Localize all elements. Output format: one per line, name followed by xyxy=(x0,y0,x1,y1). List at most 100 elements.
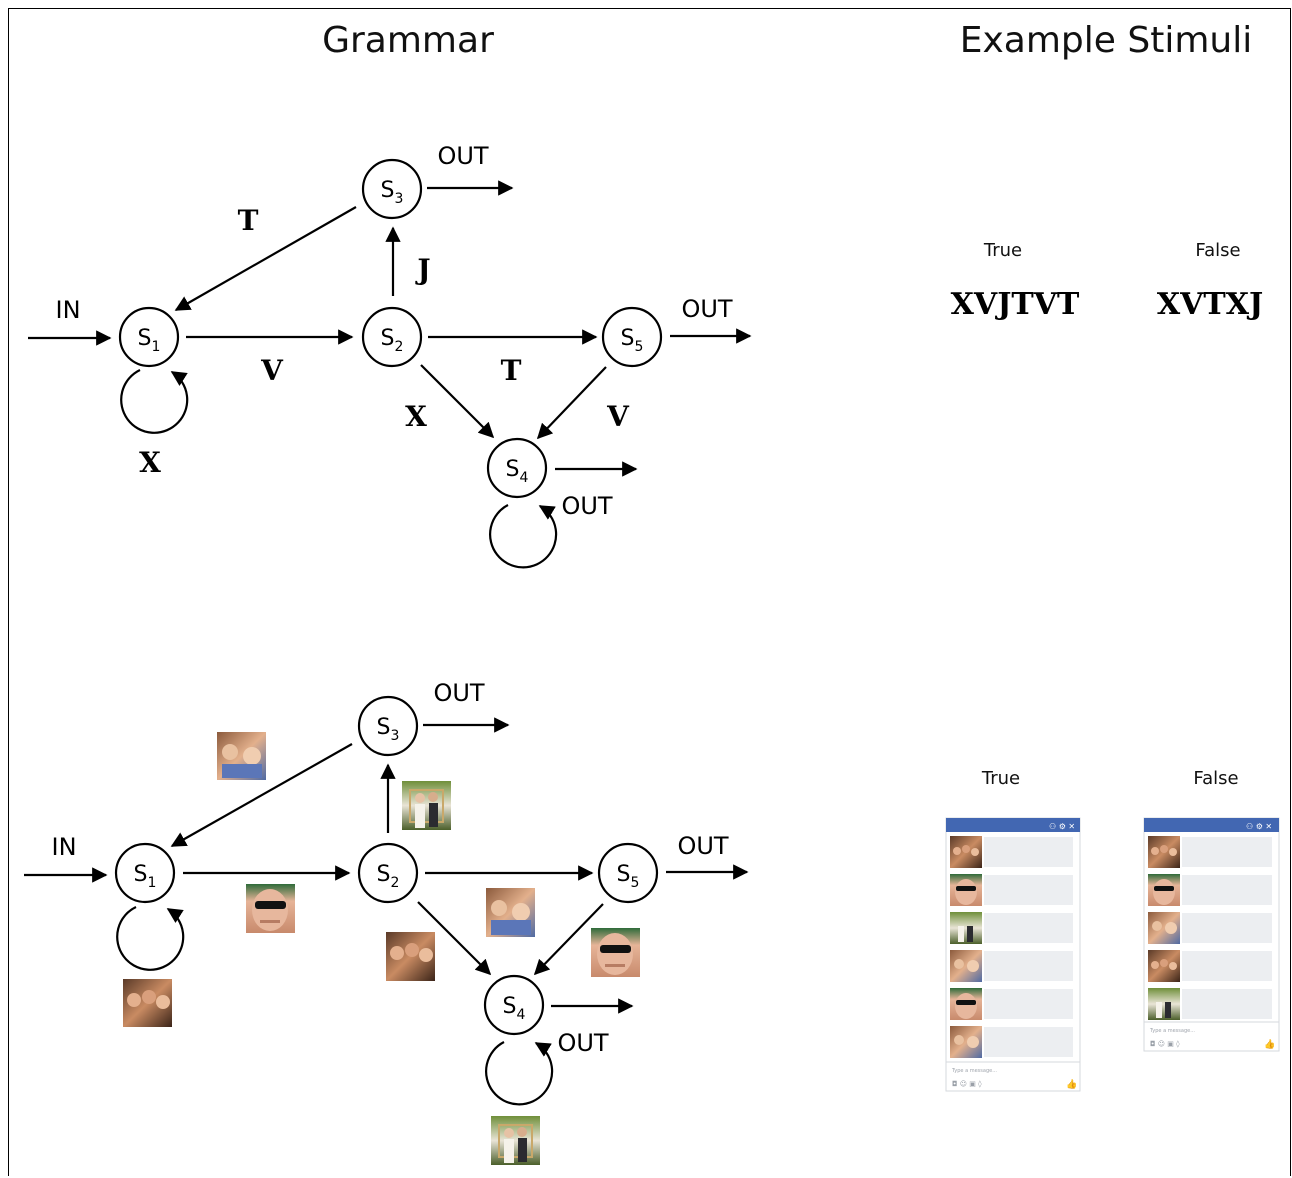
true-message-row xyxy=(950,874,1073,906)
true-message-row xyxy=(950,836,1073,868)
false-wedding-couple-thumb xyxy=(1148,988,1180,1020)
symbol-s1-loop: X xyxy=(139,446,161,479)
svg-text:S2: S2 xyxy=(377,862,400,891)
symbol-s1-s2: V xyxy=(260,354,284,387)
edge-faces-s5-s4 xyxy=(533,903,604,976)
true-message-row xyxy=(950,950,1073,982)
false-message-row xyxy=(1148,874,1272,906)
face-kids-photo-s2-s5 xyxy=(486,888,535,937)
edge-s2-s4 xyxy=(420,364,495,439)
state-s3: S3 xyxy=(361,158,423,220)
face-kids-photo-s3-s1 xyxy=(217,732,266,780)
face-wedding-couple-s4-loop xyxy=(491,1116,540,1165)
chat-rows-false xyxy=(1148,836,1272,1020)
symbol-s2-s4: X xyxy=(405,400,427,433)
true-sunglasses-man-thumb xyxy=(950,874,982,906)
out-label-faces-s4: OUT xyxy=(557,1029,608,1057)
face-wedding-couple-s2-s3 xyxy=(402,781,451,830)
svg-text:S1: S1 xyxy=(138,326,161,355)
true-message-row xyxy=(950,912,1073,944)
face-grammar-diagram: S1 S2 S3 S4 S5 IN OUT OUT OUT xyxy=(24,679,749,1165)
chat-toolbar-icons-false: ◘ ☺ ▣ ◊ xyxy=(1150,1040,1180,1048)
letter-grammar-diagram: S1 S2 S3 S4 S5 IN OUT OUT OUT T V J T X … xyxy=(28,142,752,569)
chat-rows-true xyxy=(950,836,1073,1058)
svg-text:S2: S2 xyxy=(381,326,404,355)
state-faces-s2: S2 xyxy=(357,842,419,904)
svg-text:S4: S4 xyxy=(503,994,526,1023)
letters-true-label: True xyxy=(983,240,1022,261)
grammar-heading: Grammar xyxy=(322,20,494,61)
true-kids-photo-thumb xyxy=(950,1026,982,1058)
chat-window-false: ⚇ ⚙ ✕ Type a message... ◘ ☺ ▣ ◊ 👍 xyxy=(1143,817,1280,1052)
loop-s4 xyxy=(489,504,558,569)
faces-true-label: True xyxy=(981,768,1020,789)
false-group-selfie-thumb xyxy=(1148,950,1180,982)
true-sunglasses-man-thumb xyxy=(950,988,982,1020)
chat-header-icons: ⚇ ⚙ ✕ xyxy=(1049,822,1075,831)
true-message-row xyxy=(950,1026,1073,1058)
edge-faces-s3-s1 xyxy=(170,743,353,847)
face-examples: True False ⚇ ⚙ ✕ Type a message... ◘ ☺ ▣… xyxy=(945,768,1280,1092)
false-message-row xyxy=(1148,836,1272,868)
letters-true-string: XVJTVT xyxy=(951,287,1080,322)
svg-text:S3: S3 xyxy=(381,178,404,207)
face-group-selfie-s2-s4 xyxy=(386,932,435,981)
false-kids-photo-thumb xyxy=(1148,912,1180,944)
state-faces-s1: S1 xyxy=(114,842,176,904)
chat-message-placeholder-false: Type a message... xyxy=(1149,1028,1195,1034)
state-faces-s4: S4 xyxy=(483,974,545,1036)
out-label-s5: OUT xyxy=(681,295,732,323)
symbol-s2-s3: J xyxy=(414,253,430,286)
face-group-selfie-s1-loop xyxy=(123,979,172,1027)
svg-text:S1: S1 xyxy=(134,862,157,891)
symbol-s3-s1: T xyxy=(238,204,259,237)
in-label: IN xyxy=(55,296,80,324)
faces-false-label: False xyxy=(1193,768,1238,789)
false-message-row xyxy=(1148,950,1272,982)
example-stimuli-heading: Example Stimuli xyxy=(960,20,1252,61)
chat-header-icons-false: ⚇ ⚙ ✕ xyxy=(1246,822,1272,831)
state-faces-s3: S3 xyxy=(357,695,419,757)
chat-toolbar-icons-true: ◘ ☺ ▣ ◊ xyxy=(952,1080,982,1088)
letter-examples: True False XVJTVT XVTXJ xyxy=(951,240,1264,322)
out-label-s4: OUT xyxy=(561,492,612,520)
like-icon-true: 👍 xyxy=(1066,1078,1077,1090)
edge-faces-s2-s4 xyxy=(417,901,492,976)
out-label-faces-s5: OUT xyxy=(677,832,728,860)
false-sunglasses-man-thumb xyxy=(1148,874,1180,906)
like-icon-false: 👍 xyxy=(1264,1038,1275,1050)
loop-faces-s4 xyxy=(485,1041,554,1106)
out-label-s3: OUT xyxy=(437,142,488,170)
true-wedding-couple-thumb xyxy=(950,912,982,944)
state-s5: S5 xyxy=(601,306,663,368)
svg-text:S5: S5 xyxy=(617,862,640,891)
false-message-row xyxy=(1148,988,1272,1020)
false-message-row xyxy=(1148,912,1272,944)
figure-frame xyxy=(8,8,1291,1176)
state-s2: S2 xyxy=(361,306,423,368)
state-faces-s5: S5 xyxy=(597,842,659,904)
svg-text:S5: S5 xyxy=(621,326,644,355)
true-group-selfie-thumb xyxy=(950,836,982,868)
chat-window-true: ⚇ ⚙ ✕ Type a message... ◘ ☺ ▣ ◊ 👍 xyxy=(945,817,1081,1092)
loop-s1 xyxy=(120,369,189,434)
symbol-s5-s4: V xyxy=(606,400,630,433)
letters-false-string: XVTXJ xyxy=(1157,287,1263,322)
svg-text:S4: S4 xyxy=(506,457,529,486)
in-label-faces: IN xyxy=(51,833,76,861)
edge-s3-s1 xyxy=(174,206,357,311)
state-s1: S1 xyxy=(118,306,180,368)
chat-message-placeholder-true: Type a message... xyxy=(951,1068,997,1074)
state-s4: S4 xyxy=(486,437,548,499)
true-message-row xyxy=(950,988,1073,1020)
loop-faces-s1 xyxy=(116,906,185,971)
out-label-faces-s3: OUT xyxy=(433,679,484,707)
face-sunglasses-man-s5-s4 xyxy=(591,928,640,977)
false-group-selfie-thumb xyxy=(1148,836,1180,868)
svg-text:S3: S3 xyxy=(377,715,400,744)
letters-false-label: False xyxy=(1195,240,1240,261)
face-sunglasses-man-s1-s2 xyxy=(246,884,295,933)
edge-s5-s4 xyxy=(536,366,607,440)
true-kids-photo-thumb xyxy=(950,950,982,982)
